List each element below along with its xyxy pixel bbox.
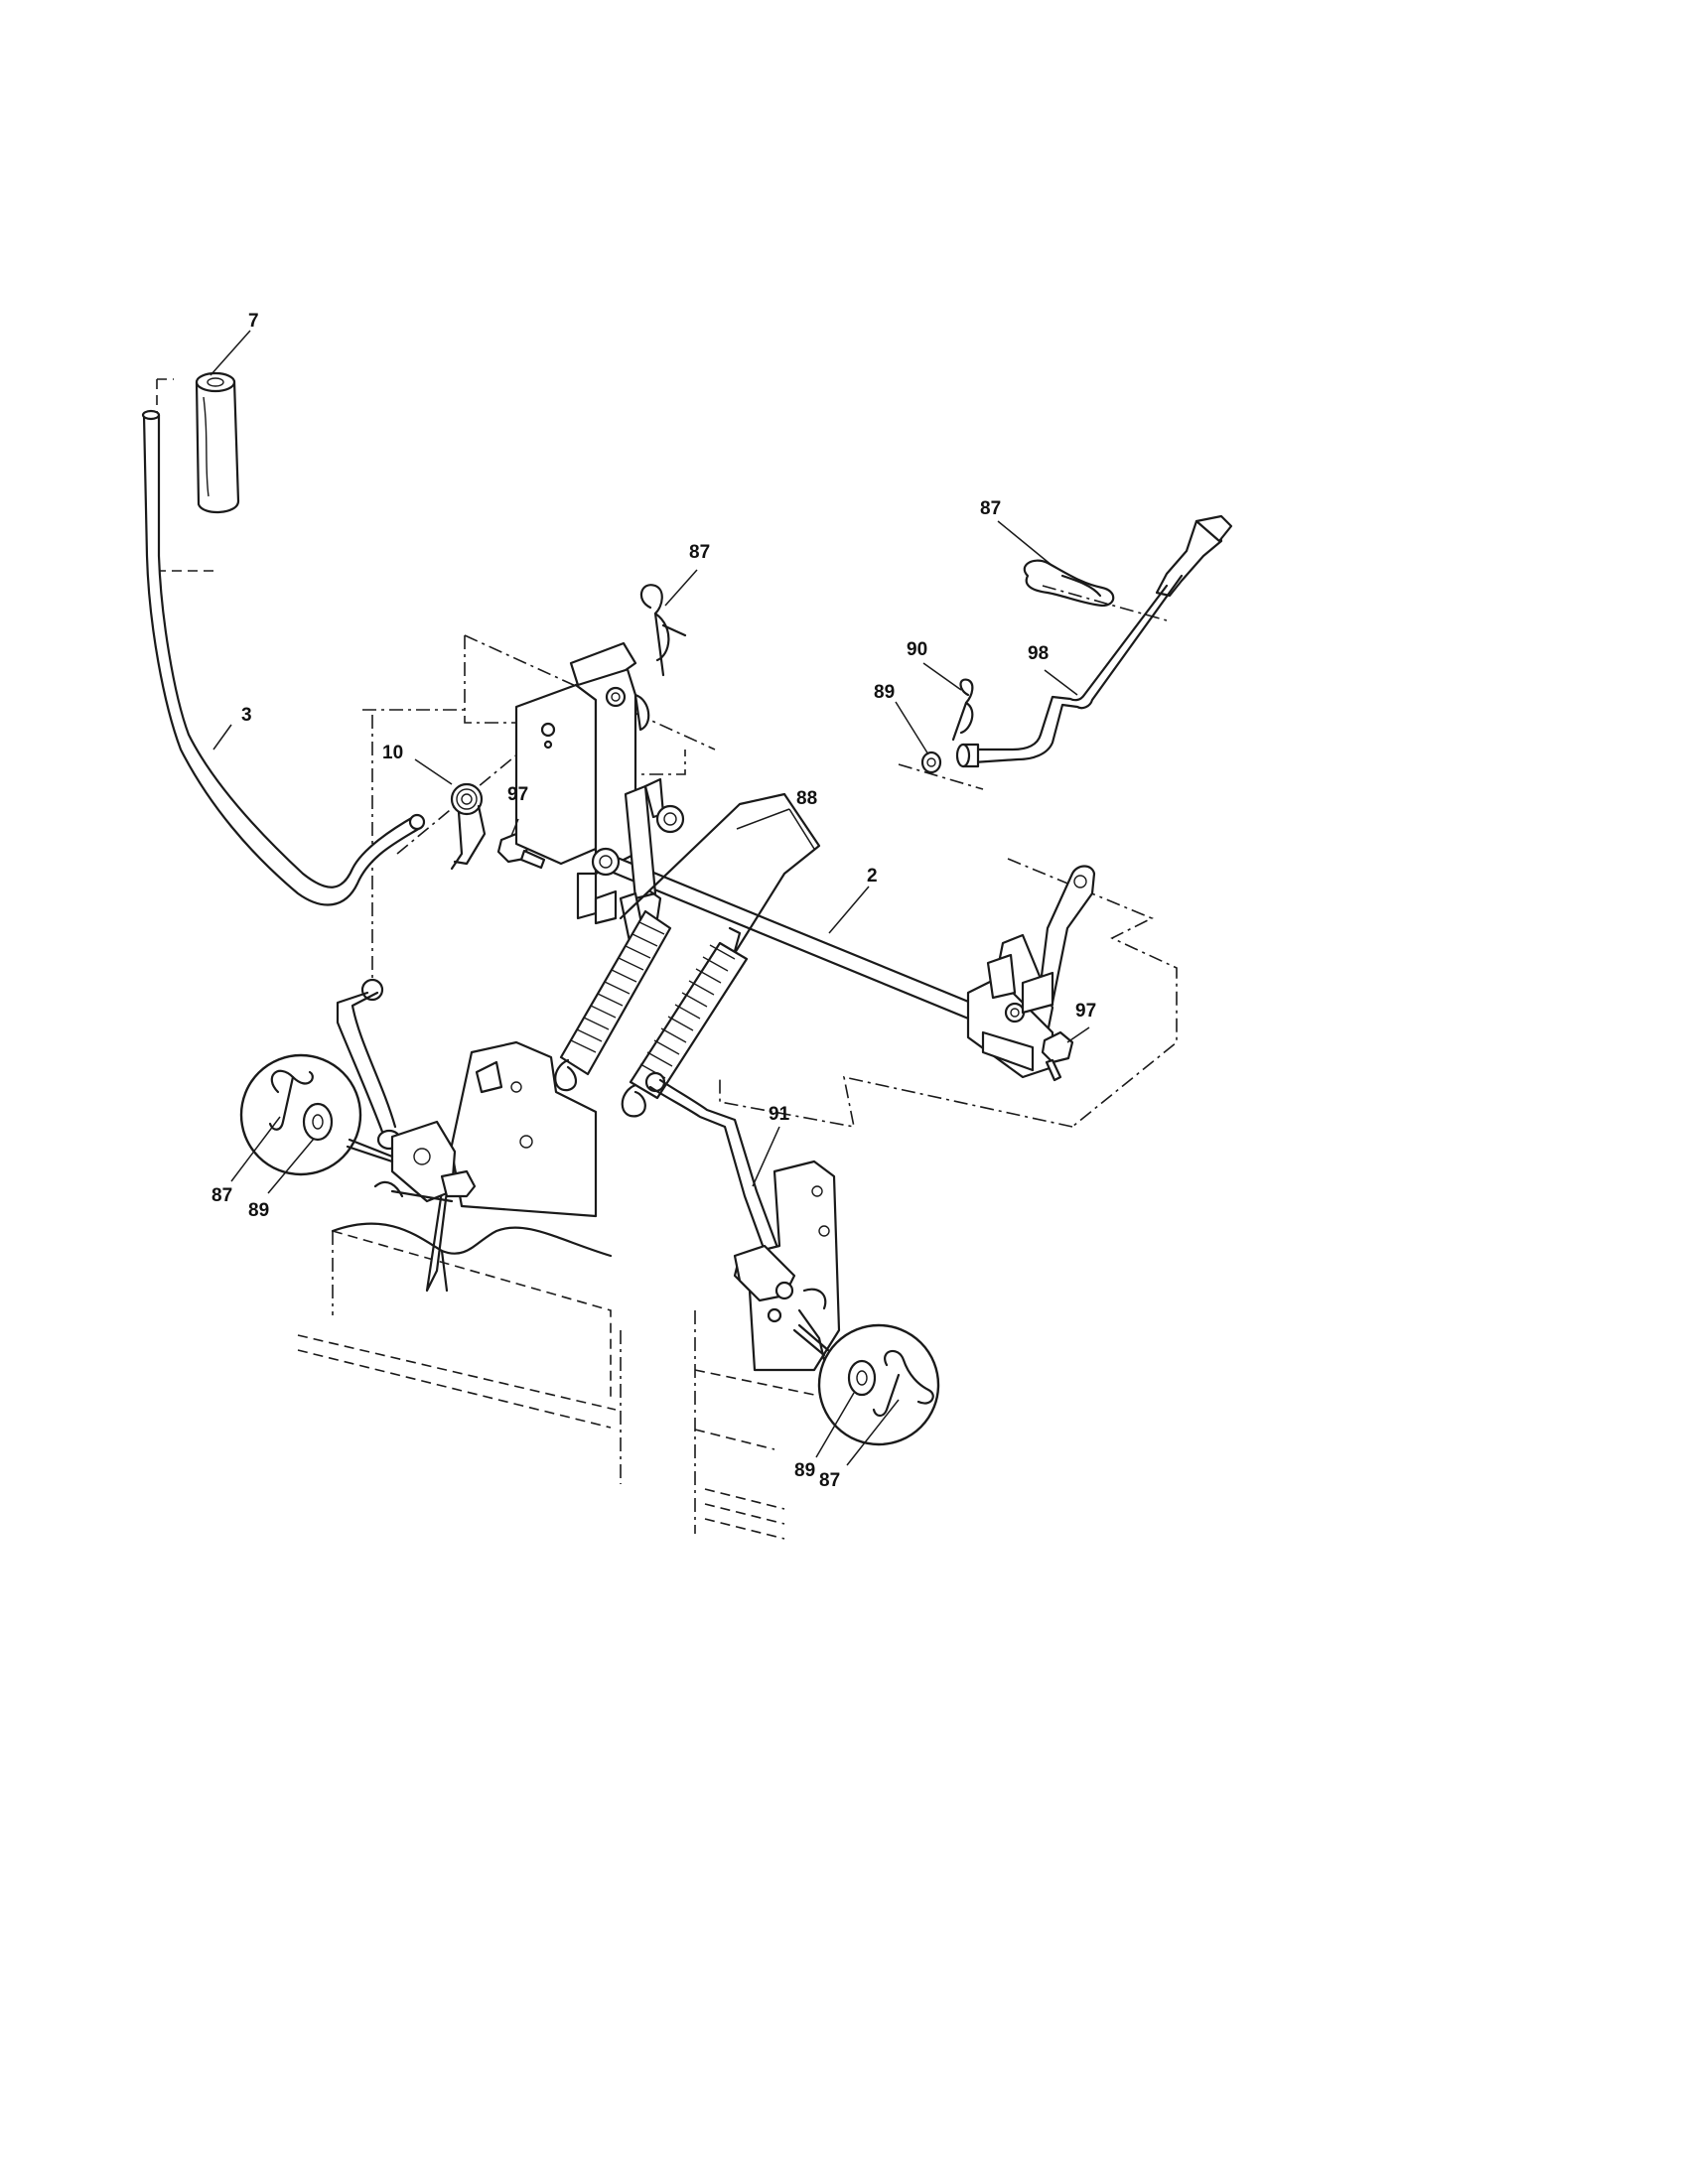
extension-spring-left — [554, 792, 786, 1092]
hex-bolt-right — [1041, 1030, 1074, 1082]
callout-bolt-left: 97 — [507, 784, 528, 805]
clip-small — [951, 678, 974, 742]
callout-extension-springs: 88 — [796, 788, 817, 809]
callout-clip-right: 87 — [980, 498, 1001, 519]
lift-handle — [141, 409, 426, 906]
callout-washer-right: 89 — [874, 682, 895, 703]
callout-lift-shaft: 2 — [867, 866, 878, 887]
clip-right — [1023, 559, 1115, 608]
callout-clip-bottom: 87 — [819, 1470, 840, 1491]
callout-lift-handle: 3 — [241, 705, 252, 726]
left-deck — [331, 1222, 613, 1293]
callout-clip-small: 90 — [907, 639, 927, 660]
link-rod-91 — [644, 1071, 789, 1271]
callout-washer-bottom: 89 — [794, 1460, 815, 1481]
callouts: 7 3 10 97 87 88 2 97 87 90 89 98 87 89 9… — [211, 311, 1096, 1491]
lift-shaft — [591, 777, 985, 1024]
callout-bolt-right: 97 — [1075, 1001, 1096, 1022]
extension-spring-right — [621, 792, 821, 1118]
left-deck-bracket — [373, 1040, 598, 1293]
upper-bracket — [514, 641, 650, 925]
detail-circle-right — [792, 1323, 940, 1446]
callout-grip: 7 — [248, 311, 259, 332]
right-deck-bracket — [733, 1160, 841, 1372]
callout-spring: 10 — [382, 743, 403, 763]
adjust-rod — [955, 514, 1233, 768]
washer-right — [920, 751, 942, 774]
leader-lines — [210, 330, 1090, 1466]
handle-grip — [195, 371, 240, 513]
left-link-rod — [336, 978, 402, 1151]
callout-adjust-rod: 98 — [1028, 643, 1049, 664]
hairpin-clip-top — [639, 584, 687, 677]
callout-clip-top: 87 — [689, 542, 710, 563]
callout-clip-left: 87 — [211, 1185, 232, 1206]
detail-circle-left — [239, 1053, 394, 1176]
callout-link-rod: 91 — [769, 1104, 790, 1125]
torsion-spring — [450, 782, 487, 871]
right-bracket — [966, 865, 1096, 1079]
callout-washer-left: 89 — [248, 1200, 269, 1221]
